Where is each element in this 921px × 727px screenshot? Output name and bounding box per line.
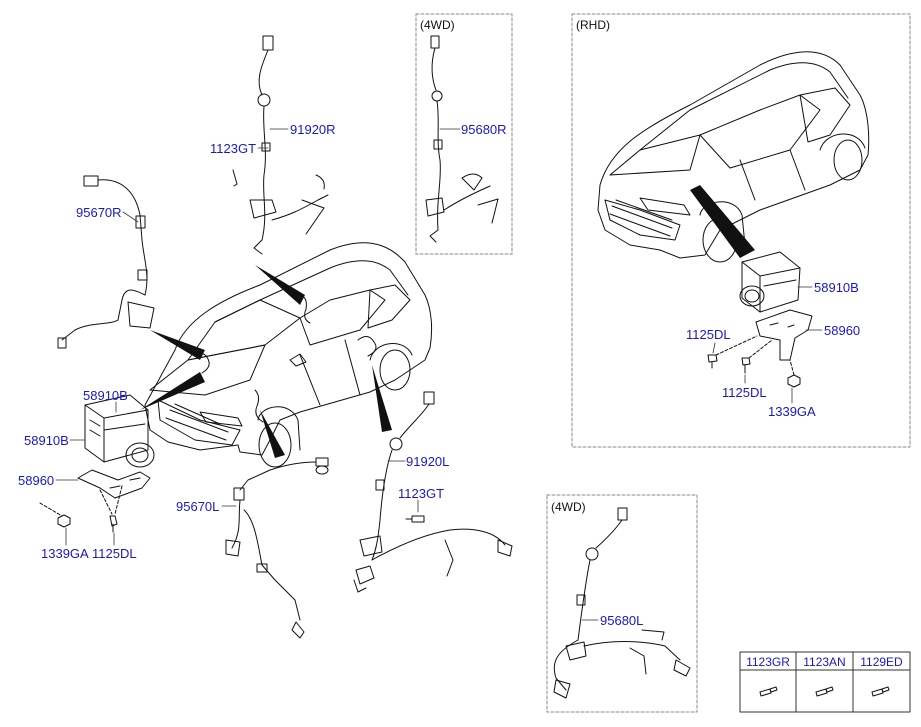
vehicle-rhd [597,51,870,263]
part-label-1125DL-rhd-a[interactable]: 1125DL [686,327,731,342]
part-label-91920L[interactable]: 91920L [406,454,450,469]
part-label-95670R[interactable]: 95670R [76,205,122,220]
bolt-icon [759,686,778,697]
part-label-91920R[interactable]: 91920R [290,122,336,137]
table-header-1123AN[interactable]: 1123AN [803,655,846,669]
part-label-1123GT-top[interactable]: 1123GT [210,141,257,156]
abs-module-left [39,394,155,533]
part-label-95670L[interactable]: 95670L [176,499,220,514]
bolt-icon [815,686,834,697]
bolt-icon [871,686,890,697]
part-label-95680R[interactable]: 95680R [461,122,507,137]
inset-header-4wd-top: (4WD) [420,18,455,32]
harness-95680L [553,507,691,699]
part-label-58960-rhd[interactable]: 58960 [824,323,861,338]
inset-header-4wd-bottom: (4WD) [551,500,586,514]
part-label-1125DL-rhd-b[interactable]: 1125DL [722,385,767,400]
leader-lines [55,128,823,621]
inset-frame-4wd-bottom [546,494,698,713]
part-label-58960[interactable]: 58960 [18,473,55,488]
inset-frame-rhd [571,13,911,448]
harness-91920R [232,35,329,255]
part-label-95680L[interactable]: 95680L [600,613,644,628]
part-label-1123GT-mid[interactable]: 1123GT [398,486,445,501]
harness-95670R [57,175,155,349]
fastener-table [739,651,911,713]
part-label-58910B-rhd[interactable]: 58910B [814,280,859,295]
leader-wedge-rhd [690,185,755,258]
inset-frame-4wd-top [415,13,513,255]
leader-wedges [140,265,392,458]
harness-91920L [353,391,513,593]
abs-module-rhd [707,251,813,388]
inset-header-rhd: (RHD) [576,18,610,32]
harness-95680R [425,35,499,243]
part-label-1339GA-rhd[interactable]: 1339GA [768,404,816,419]
part-label-1125DL[interactable]: 1125DL [92,546,137,561]
table-header-1123GR[interactable]: 1123GR [746,655,790,669]
harness-95670L [225,457,329,639]
table-header-1129ED[interactable]: 1129ED [860,655,903,669]
part-label-1339GA[interactable]: 1339GA [41,546,89,561]
vehicle-main [144,242,433,468]
part-label-58910B-b[interactable]: 58910B [24,433,69,448]
part-label-58910B-a[interactable]: 58910B [83,388,128,403]
